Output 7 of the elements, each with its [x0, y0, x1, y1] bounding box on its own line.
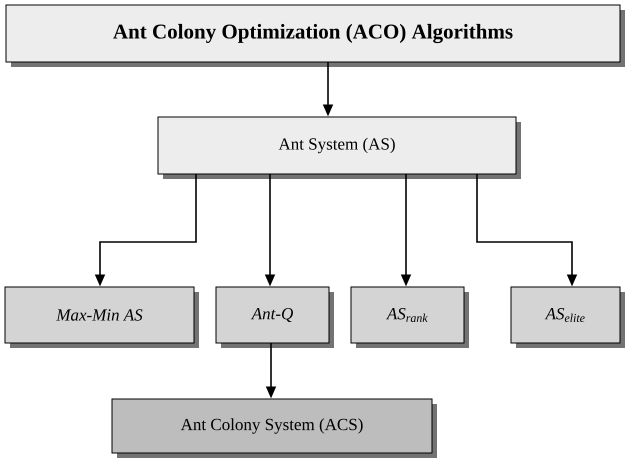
- process-box: AS$_{rank}$: [350, 286, 469, 348]
- process-box: AS$_{elite}$: [510, 286, 625, 348]
- process-box: Ant Colony System (ACS): [112, 398, 437, 458]
- process-box: Ant-Q: [216, 286, 334, 348]
- title-box: Ant Colony Optimization (ACO) Algorithms: [6, 4, 625, 67]
- process-box: Ant System (AS): [158, 116, 521, 179]
- process-box: Max-Min AS: [4, 286, 199, 348]
